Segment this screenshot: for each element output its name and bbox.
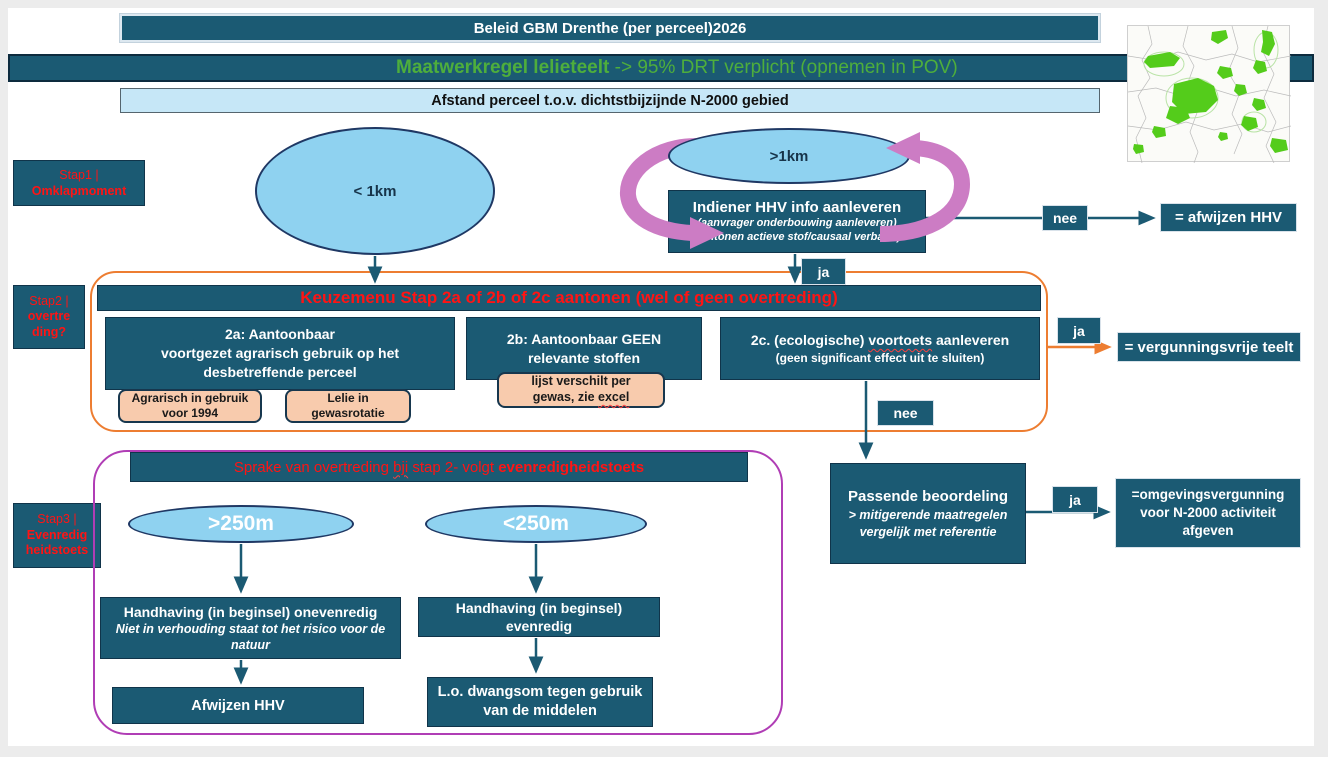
ellipse-lt1km-label: < 1km: [353, 182, 397, 200]
nee-badge-step1-label: nee: [1052, 210, 1078, 226]
vergunningsvrij-box: = vergunningsvrije teelt: [1117, 332, 1301, 362]
ellipse-gt250m-label: >250m: [208, 512, 274, 535]
step3-label-line3: heidstoets: [25, 543, 89, 558]
indiener-title: Indiener HHV info aanleveren: [692, 199, 902, 217]
indiener-sub1: (aanvrager onderbouwing aanleveren): [697, 217, 897, 230]
passende-sub1: > mitigerende maatregelen: [848, 507, 1008, 522]
omgeving-line1: =omgevingsvergunning: [1131, 486, 1285, 502]
ja-badge-step2-label: ja: [1073, 322, 1085, 339]
option-2c-wavy: voortoets: [868, 331, 933, 348]
distance-text: Afstand perceel t.o.v. dichtstbijzijnde …: [431, 92, 789, 109]
ellipse-lt250m: <250m: [425, 505, 647, 543]
note-lelie-line1: Lelie in: [327, 391, 369, 405]
option-2a-line1: 2a: Aantoonbaar: [225, 326, 335, 343]
title-text: Beleid GBM Drenthe (per perceel)2026: [473, 19, 747, 37]
omgeving-line2: voor N-2000 activiteit: [1140, 504, 1276, 520]
title-bar: Beleid GBM Drenthe (per perceel)2026: [120, 14, 1100, 42]
step3-header-pre: Sprake van overtreding: [233, 458, 394, 476]
step2-label-line2: overtre: [27, 309, 71, 324]
afwijzen-hhv-label-step1: = afwijzen HHV: [1174, 209, 1283, 226]
note-lijst-line2b: excel: [598, 390, 630, 404]
note-agrarisch-1994: Agrarisch in gebruik voor 1994: [118, 389, 262, 423]
handhaving-evenredig-line1: Handhaving (in beginsel): [455, 599, 623, 616]
step2-label: Stap2 | overtre ding?: [13, 285, 85, 349]
omgeving-line3: afgeven: [1182, 523, 1234, 539]
note-agrarisch-line1: Agrarisch in gebruik: [131, 391, 249, 405]
passende-title: Passende beoordeling: [847, 487, 1009, 505]
dwangsom-box: L.o. dwangsom tegen gebruik van de midde…: [427, 677, 653, 727]
keuzemenu-title: Keuzemenu Stap 2a of 2b of 2c aantonen (…: [300, 288, 838, 307]
indiener-sub2: Aantonen actieve stof/causaal verband): [693, 230, 901, 243]
handhaving-onevenredig-sub: Niet in verhouding staat tot het risico …: [115, 621, 386, 653]
indiener-hhv-box: Indiener HHV info aanleveren (aanvrager …: [668, 190, 926, 253]
step3-header-bold: evenredigheidstoets: [498, 458, 645, 476]
note-lelie-gewasrotatie: Lelie in gewasrotatie: [285, 389, 411, 423]
ellipse-gt1km: >1km: [668, 128, 910, 184]
handhaving-evenredig-box: Handhaving (in beginsel) evenredig: [418, 597, 660, 637]
passende-sub2: vergelijk met referentie: [859, 524, 997, 539]
map-icon: [1127, 25, 1292, 164]
option-2a-line2: voortgezet agrarisch gebruik op het: [160, 345, 400, 362]
afwijzen-hhv-box-step3: Afwijzen HHV: [112, 687, 364, 724]
step2-group-outline: [90, 271, 1048, 432]
distance-bar: Afstand perceel t.o.v. dichtstbijzijnde …: [120, 88, 1100, 113]
handhaving-evenredig-line2: evenredig: [505, 618, 573, 634]
option-2b-line1: 2b: Aantoonbaar GEEN: [506, 330, 662, 347]
handhaving-onevenredig-box: Handhaving (in beginsel) onevenredig Nie…: [100, 597, 401, 659]
vergunningsvrij-label: = vergunningsvrije teelt: [1124, 338, 1294, 356]
note-lijst-line2a: gewas, zie: [532, 390, 599, 404]
ellipse-gt1km-label: >1km: [769, 147, 809, 165]
note-agrarisch-line2: voor 1994: [161, 406, 219, 420]
option-2b-line2: relevante stoffen: [527, 349, 641, 366]
dwangsom-line2: van de middelen: [483, 703, 597, 719]
step2-label-line3: ding?: [31, 324, 66, 339]
ellipse-gt250m: >250m: [128, 505, 354, 543]
afwijzen-hhv-box-step1: = afwijzen HHV: [1160, 203, 1297, 232]
passende-beoordeling-box: Passende beoordeling > mitigerende maatr…: [830, 463, 1026, 564]
option-2c-line2: (geen significant effect uit te sluiten): [775, 350, 985, 365]
step3-label-line2: Evenredig: [26, 527, 88, 542]
ja-badge-assessment-label: ja: [1069, 491, 1081, 508]
nee-badge-step1: nee: [1042, 205, 1088, 231]
ja-badge-step2: ja: [1057, 317, 1101, 344]
step3-header-bar: Sprake van overtreding bji stap 2- volgt…: [130, 452, 748, 482]
omgevingsvergunning-box: =omgevingsvergunning voor N-2000 activit…: [1115, 478, 1301, 548]
afwijzen-hhv-label-step3: Afwijzen HHV: [191, 697, 285, 714]
note-lelie-line2: gewasrotatie: [311, 406, 385, 420]
option-2b-box: 2b: Aantoonbaar GEEN relevante stoffen: [466, 317, 702, 380]
option-2c-pre: 2c. (ecologische): [750, 331, 869, 348]
ellipse-lt250m-label: <250m: [503, 512, 569, 535]
option-2c-post: aanleveren: [932, 331, 1010, 348]
subtitle-bold-text: Maatwerkregel lelieteelt: [396, 57, 610, 78]
ja-badge-step1-label: ja: [817, 263, 830, 280]
step1-label-line1: Stap1 |: [59, 167, 99, 182]
step1-label-line2: Omklapmoment: [31, 184, 127, 198]
ellipse-lt1km: < 1km: [255, 127, 495, 255]
note-lijst-line1: lijst verschilt per: [531, 374, 631, 389]
step2-label-line1: Stap2 |: [29, 293, 69, 308]
ja-badge-assessment: ja: [1052, 486, 1098, 513]
option-2a-line3: desbetreffende perceel: [203, 363, 357, 380]
option-2c-box: 2c. (ecologische) voortoets aanleveren (…: [720, 317, 1040, 380]
handhaving-onevenredig-title: Handhaving (in beginsel) onevenredig: [123, 603, 378, 620]
step3-header-mid: stap 2- volgt: [408, 458, 499, 476]
step1-label: Stap1 | Omklapmoment: [13, 160, 145, 206]
note-lijst-excel: lijst verschilt per gewas, zie excel: [497, 372, 665, 408]
nee-badge-step2: nee: [877, 400, 934, 426]
option-2a-box: 2a: Aantoonbaar voortgezet agrarisch geb…: [105, 317, 455, 390]
subtitle-bar: Maatwerkregel lelieteelt -> 95% DRT verp…: [8, 54, 1314, 82]
drenthe-n2000-map: [1127, 25, 1292, 164]
step3-header-wavy: bji: [393, 458, 409, 476]
nee-badge-step2-label: nee: [893, 405, 918, 421]
keuzemenu-bar: Keuzemenu Stap 2a of 2b of 2c aantonen (…: [97, 285, 1041, 311]
dwangsom-line1: L.o. dwangsom tegen gebruik: [437, 684, 643, 701]
step3-label: Stap3 | Evenredig heidstoets: [13, 503, 101, 568]
ja-badge-step1: ja: [801, 258, 846, 285]
subtitle-rest-text: -> 95% DRT verplicht (opnemen in POV): [609, 57, 958, 78]
step3-label-line1: Stap3 |: [37, 512, 77, 527]
